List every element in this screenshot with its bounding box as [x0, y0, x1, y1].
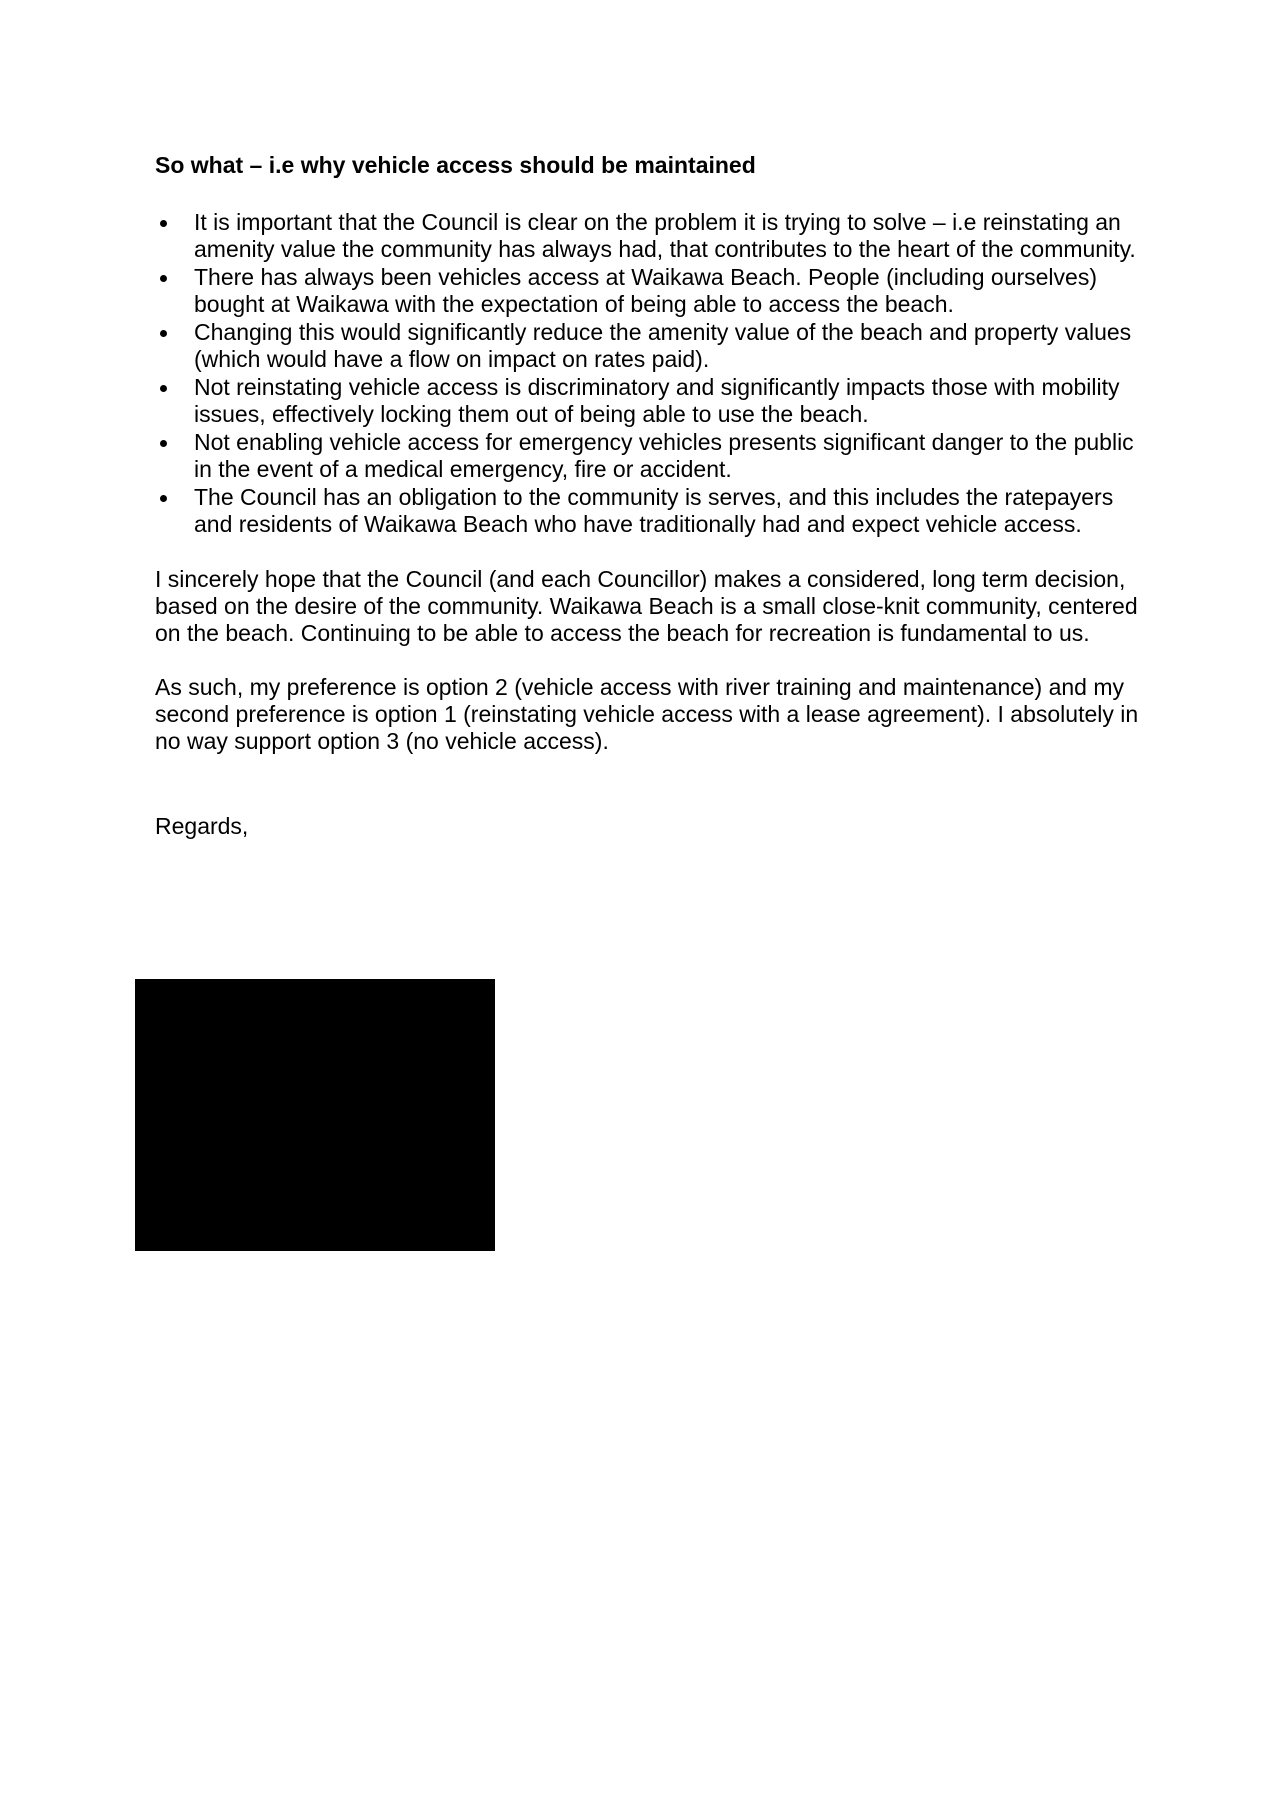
- closing-salutation: Regards,: [155, 813, 249, 839]
- bullet-item: Not reinstating vehicle access is discri…: [155, 374, 1145, 428]
- body-paragraph: As such, my preference is option 2 (vehi…: [155, 674, 1139, 754]
- section-heading: So what – i.e why vehicle access should …: [155, 152, 756, 178]
- bullet-text: There has always been vehicles access at…: [194, 264, 1097, 317]
- bullet-dot-icon: [160, 440, 167, 447]
- bullet-dot-icon: [160, 330, 167, 337]
- body-paragraph: I sincerely hope that the Council (and e…: [155, 566, 1138, 646]
- bullet-item: It is important that the Council is clea…: [155, 209, 1145, 263]
- letter-body: So what – i.e why vehicle access should …: [155, 152, 1145, 840]
- bullet-list: It is important that the Council is clea…: [155, 209, 1145, 538]
- bullet-item: Changing this would significantly reduce…: [155, 319, 1145, 373]
- bullet-dot-icon: [160, 495, 167, 502]
- bullet-dot-icon: [160, 220, 167, 227]
- bullet-dot-icon: [160, 385, 167, 392]
- bullet-item: There has always been vehicles access at…: [155, 264, 1145, 318]
- bullet-text: Not reinstating vehicle access is discri…: [194, 374, 1120, 427]
- bullet-text: It is important that the Council is clea…: [194, 209, 1136, 262]
- bullet-text: The Council has an obligation to the com…: [194, 484, 1114, 537]
- bullet-text: Changing this would significantly reduce…: [194, 319, 1132, 372]
- bullet-dot-icon: [160, 275, 167, 282]
- bullet-item: The Council has an obligation to the com…: [155, 484, 1145, 538]
- redacted-signature-block: [135, 979, 495, 1251]
- bullet-text: Not enabling vehicle access for emergenc…: [194, 429, 1134, 482]
- bullet-item: Not enabling vehicle access for emergenc…: [155, 429, 1145, 483]
